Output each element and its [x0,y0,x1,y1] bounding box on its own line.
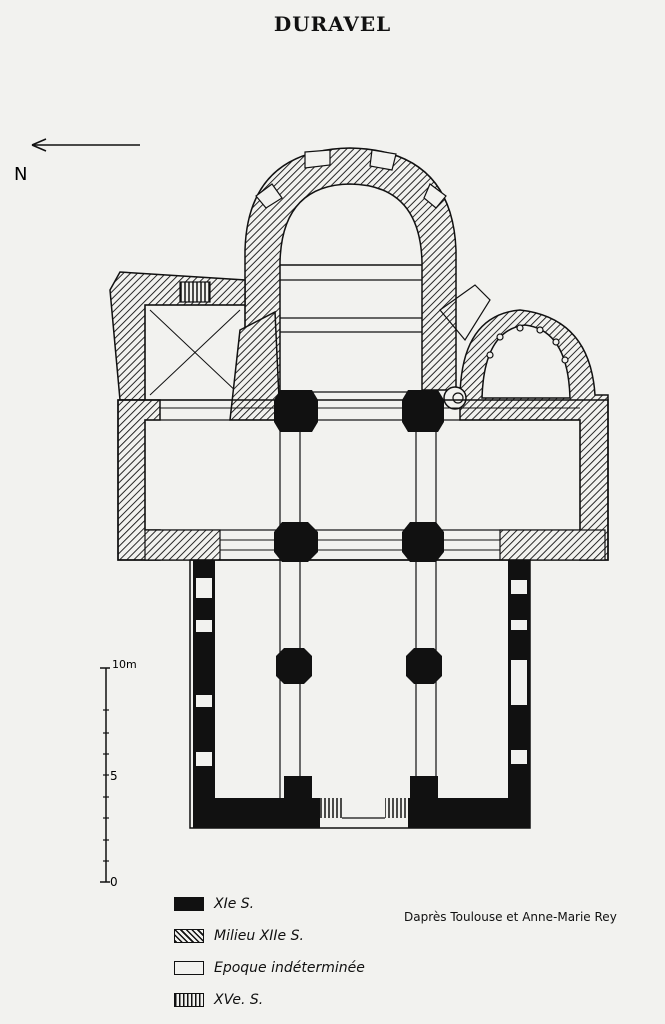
north-label: N [14,164,27,185]
scale-label-10m: 10m [112,658,137,671]
legend-swatch-black [174,896,204,911]
right-apsidiole [439,284,609,561]
source-credit: Daprès Toulouse et Anne-Marie Rey [404,910,617,924]
legend-label: XIe S. [214,895,255,912]
transept [117,399,609,561]
legend: XIe S. Milieu XIIe S. Epoque indéterminé… [174,892,365,1020]
page-title: DURAVEL [273,12,392,36]
legend-label: Epoque indéterminée [214,959,365,976]
scale-label-0: 0 [110,875,118,889]
scale-label-5: 5 [110,769,118,783]
legend-label: Milieu XIIe S. [214,927,304,944]
scale-bar [100,667,110,883]
legend-swatch-white [174,960,204,975]
north-arrow [31,138,140,152]
legend-swatch-vertical-striped [174,992,204,1007]
legend-item-undetermined: Epoque indéterminée [174,956,365,979]
nave [189,430,531,829]
xi-century-piers [274,390,444,800]
legend-item-xii: Milieu XIIe S. [174,924,365,947]
legend-swatch-hatched [174,928,204,943]
legend-item-xv: XVe. S. [174,988,365,1011]
legend-item-xi: XIe S. [174,892,365,915]
legend-label: XVe. S. [214,991,264,1008]
